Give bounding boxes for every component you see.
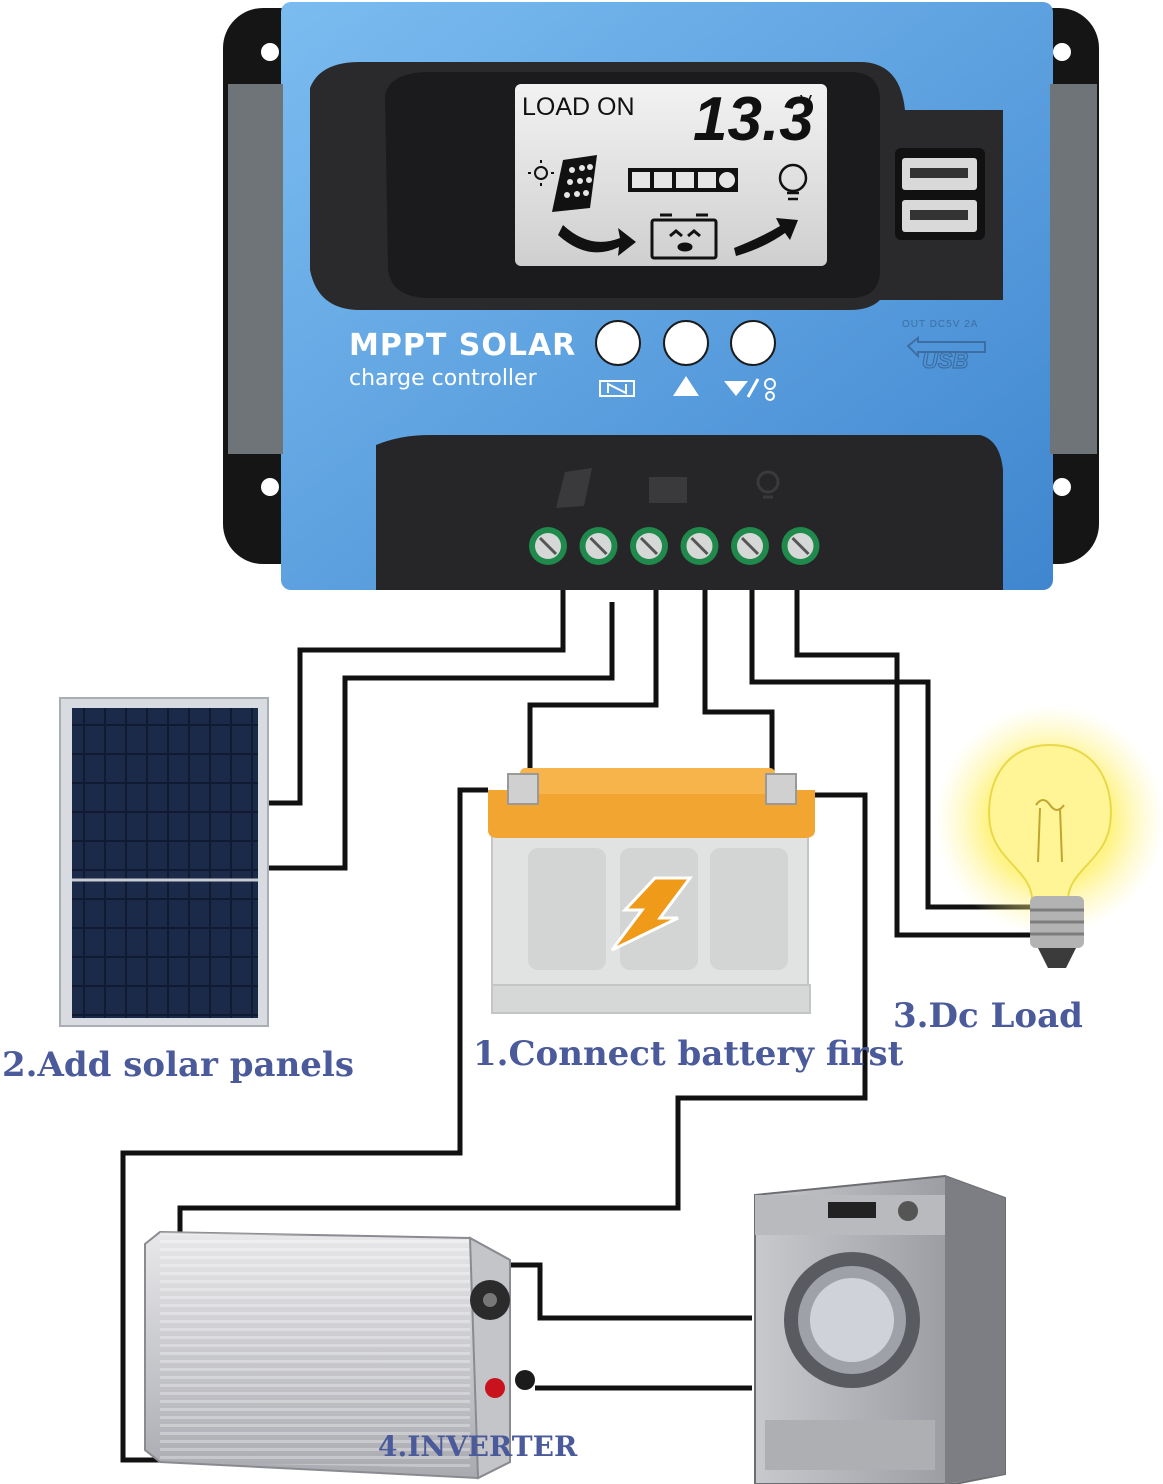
wire-load-negative bbox=[794, 590, 1030, 938]
lcd-battery-level-icon bbox=[628, 168, 738, 192]
inverter-label: 4.INVERTER bbox=[378, 1430, 578, 1463]
menu-button[interactable] bbox=[595, 320, 641, 366]
down-button[interactable] bbox=[730, 320, 776, 366]
terminal-battery-icon bbox=[649, 477, 687, 503]
solar-label: 2.Add solar panels bbox=[2, 1045, 354, 1085]
wire-load-positive bbox=[749, 590, 1030, 910]
lightning-bolt-icon bbox=[610, 876, 693, 952]
battery-terminal-positive bbox=[507, 773, 539, 805]
lcd-unit: V bbox=[800, 92, 812, 112]
usb-logo-text: USB bbox=[922, 348, 969, 373]
lcd-solar-panel-icon bbox=[552, 155, 597, 212]
terminal-solar-icon bbox=[556, 468, 592, 508]
inverter-terminal-positive bbox=[485, 1378, 505, 1398]
wires bbox=[120, 590, 1030, 1463]
wire-solar-negative bbox=[268, 602, 615, 871]
load-label: 3.Dc Load bbox=[893, 996, 1083, 1036]
lcd-bulb-icon bbox=[778, 163, 808, 201]
terminal-block bbox=[376, 435, 1003, 590]
washing-machine bbox=[754, 1174, 1006, 1484]
charge-controller: LOAD ON 13.3 V bbox=[223, 2, 1099, 590]
lcd-voltage: 13.3 bbox=[693, 85, 814, 154]
lcd-sun-icon bbox=[528, 160, 554, 186]
battery-terminal-negative bbox=[765, 773, 797, 805]
light-bulb bbox=[935, 705, 1163, 968]
terminal-screw-5 bbox=[731, 527, 769, 565]
lcd-battery-face-icon bbox=[650, 213, 718, 260]
battery-label: 1.Connect battery first bbox=[473, 1034, 904, 1074]
wire-battery-negative bbox=[702, 590, 775, 775]
brand-title: MPPT SOLAR bbox=[349, 328, 576, 363]
lcd-discharge-arrow-icon bbox=[734, 218, 798, 256]
terminal-screw-3 bbox=[630, 527, 668, 565]
battery-lid bbox=[488, 790, 815, 838]
inverter-terminal-negative bbox=[515, 1370, 535, 1390]
usb-logo: USB bbox=[906, 335, 986, 374]
menu-icon bbox=[599, 380, 635, 397]
terminal-screw-2 bbox=[579, 527, 618, 565]
up-arrow-icon bbox=[673, 376, 699, 396]
solar-panel bbox=[59, 697, 269, 1027]
usb-caption: OUT DC5V 2A bbox=[902, 319, 978, 330]
terminal-bulb-icon bbox=[756, 470, 780, 499]
down-load-icon bbox=[724, 378, 776, 401]
terminal-screws bbox=[529, 527, 820, 565]
inverter bbox=[144, 1230, 535, 1480]
lcd-charge-arrow-icon bbox=[558, 225, 636, 256]
up-button[interactable] bbox=[663, 320, 709, 366]
wire-solar-positive bbox=[268, 590, 566, 806]
brand-subtitle: charge controller bbox=[349, 366, 538, 391]
terminal-screw-4 bbox=[680, 527, 719, 565]
terminal-screw-1 bbox=[529, 527, 567, 565]
wire-ac-1 bbox=[510, 1262, 752, 1321]
battery bbox=[488, 768, 815, 1014]
wire-battery-positive bbox=[527, 590, 659, 775]
terminal-screw-6 bbox=[781, 527, 820, 565]
wire-inverter-negative bbox=[177, 792, 868, 1232]
lcd-status: LOAD ON bbox=[522, 93, 635, 121]
